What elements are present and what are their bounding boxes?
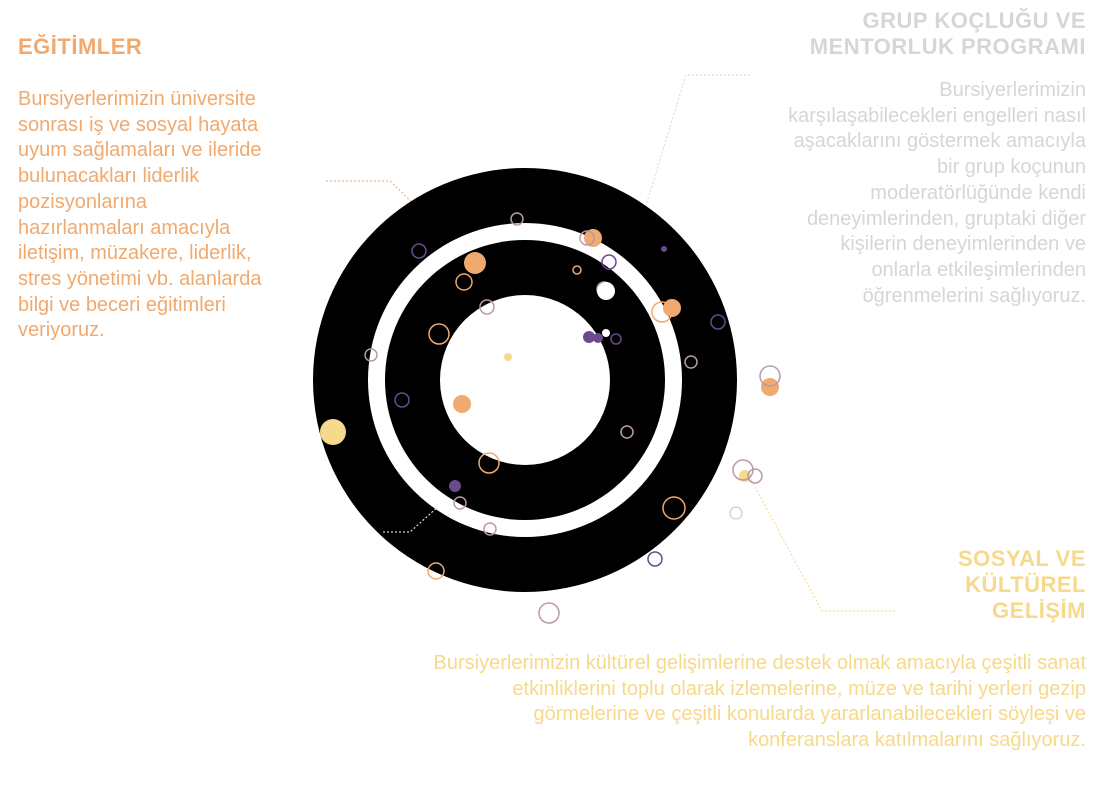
decorative-dot: [572, 265, 582, 275]
grup-title: GRUP KOÇLUĞU VE MENTORLUK PROGRAMI: [809, 8, 1086, 59]
decorative-dot: [504, 353, 512, 361]
decorative-dot: [449, 480, 461, 492]
decorative-dot: [759, 365, 781, 387]
decorative-dot: [729, 506, 743, 520]
decorative-dot: [364, 348, 378, 362]
decorative-dot: [651, 301, 673, 323]
decorative-dot: [478, 452, 500, 474]
lower-left-connector: [383, 504, 441, 533]
decorative-dot: [761, 378, 779, 396]
grup-description: Bursiyerlerimizin karşılaşabilecekleri e…: [788, 79, 1086, 307]
decorative-dot: [510, 212, 524, 226]
decorative-dot: [455, 273, 473, 291]
egitimler-title: EĞİTİMLER: [18, 34, 143, 59]
decorative-dot: [597, 282, 615, 300]
decorative-dot: [620, 425, 634, 439]
decorative-dot: [747, 468, 763, 484]
egitimler-description: Bursiyerlerimizin üniversite sonrası iş …: [18, 88, 262, 342]
decorative-dot: [428, 323, 450, 345]
sosyal-description: Bursiyerlerimizin kültürel gelişimlerine…: [433, 652, 1086, 752]
sosyal-connector: [747, 473, 895, 612]
decorative-dot: [427, 562, 445, 580]
decorative-dot: [584, 229, 602, 247]
decorative-dot: [710, 314, 726, 330]
decorative-dot: [411, 243, 427, 259]
decorative-dot: [320, 419, 346, 445]
decorative-dot: [483, 522, 497, 536]
decorative-dot: [684, 355, 698, 369]
decorative-dot: [579, 230, 595, 246]
decorative-dot: [583, 331, 595, 343]
sosyal-title: SOSYAL VE KÜLTÜREL GELİŞİM: [957, 546, 1086, 623]
decorative-dot: [601, 254, 617, 270]
decorative-dot: [464, 252, 486, 274]
decorative-dot: [453, 496, 467, 510]
decorative-dot: [394, 392, 410, 408]
decorative-dot: [661, 246, 667, 252]
decorative-dot: [610, 333, 622, 345]
rings: [313, 168, 737, 592]
decorative-dot: [662, 496, 686, 520]
decorative-dot: [602, 329, 610, 337]
decorative-dot: [647, 551, 663, 567]
decorative-dot: [538, 602, 560, 624]
decorative-dots: [320, 212, 781, 624]
decorative-dot: [479, 299, 495, 315]
center-hole: [440, 295, 610, 465]
decorative-dot: [453, 395, 471, 413]
decorative-dot: [593, 333, 603, 343]
